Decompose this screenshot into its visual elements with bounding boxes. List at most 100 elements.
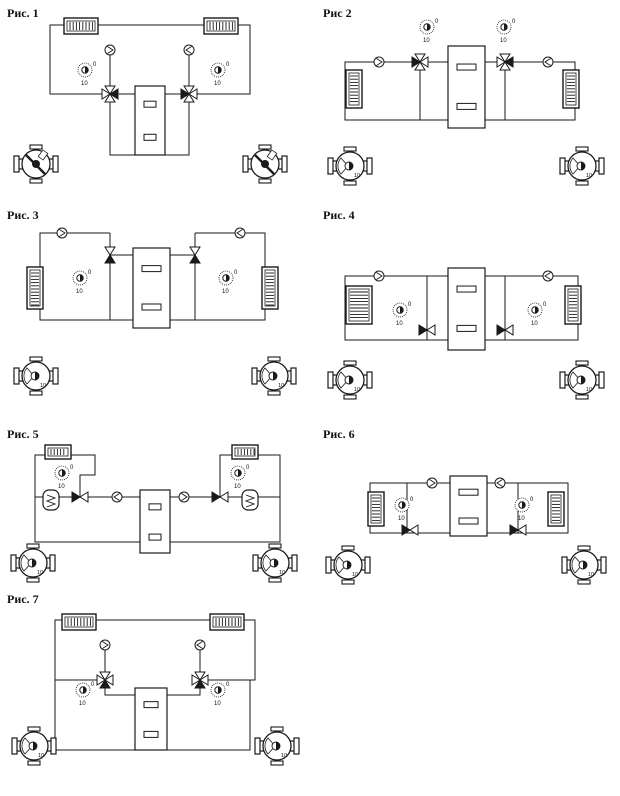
valve-body-icon: 10 xyxy=(325,545,371,585)
figure-1-scheme: 010 010 xyxy=(13,17,288,184)
dial-max-label: 0 xyxy=(226,62,230,68)
valve-body-scale-label: 10 xyxy=(586,173,592,179)
dial-max-label: 0 xyxy=(408,302,412,308)
two-way-valve-icon xyxy=(71,491,89,503)
pump-icon xyxy=(426,477,438,489)
two-way-valve-icon xyxy=(496,324,514,336)
valve-body-scale-label: 10 xyxy=(588,572,594,578)
setting-dial-icon: 0 10 xyxy=(527,302,547,327)
two-way-valve-icon xyxy=(509,524,527,536)
figure-6-label: Рис. 6 xyxy=(323,427,355,441)
valve-body-icon: 10 xyxy=(327,146,373,186)
dial-max-label: 0 xyxy=(246,465,250,471)
heat-exchanger-icon xyxy=(132,247,171,329)
dial-max-label: 0 xyxy=(91,682,95,688)
radiator-icon xyxy=(209,613,245,631)
figure-3-scheme: 0 10 0 10 10 10 xyxy=(13,227,297,396)
dial-max-label: 0 xyxy=(543,302,547,308)
setting-dial-icon: 010 xyxy=(210,62,230,87)
pump-icon xyxy=(542,56,554,68)
setting-dial-icon: 0 10 xyxy=(210,682,230,707)
dial-min-label: 10 xyxy=(398,516,405,522)
valve-body-scale-label: 10 xyxy=(354,387,360,393)
dial-min-label: 10 xyxy=(423,38,430,44)
dial-max-label: 0 xyxy=(88,270,92,276)
three-way-valve-icon xyxy=(101,85,119,103)
valve-body-icon: 10 xyxy=(327,360,373,400)
figure-7-scheme: 0 10 0 10 10 10 xyxy=(11,613,300,766)
pump-icon xyxy=(178,491,190,503)
pump-icon xyxy=(104,44,116,56)
valve-body-icon xyxy=(242,144,288,184)
figure-5-label: Рис. 5 xyxy=(7,427,39,441)
pump-icon xyxy=(194,639,206,651)
radiator-icon xyxy=(63,17,99,35)
pump-icon xyxy=(56,227,68,239)
dial-min-label: 10 xyxy=(531,321,538,327)
two-way-valve-icon xyxy=(418,324,436,336)
dial-min-label: 10 xyxy=(500,38,507,44)
dial-min-label: 10 xyxy=(222,289,229,295)
heat-exchanger-icon xyxy=(447,267,486,351)
setting-dial-icon: 0 10 xyxy=(496,19,516,44)
radiator-icon xyxy=(345,69,363,109)
setting-dial-icon: 010 xyxy=(54,465,74,490)
valve-body-scale-label: 10 xyxy=(352,572,358,578)
setting-dial-icon: 0 10 xyxy=(230,465,250,490)
valve-body-icon: 10 xyxy=(559,360,605,400)
heat-exchanger-icon xyxy=(134,687,168,751)
valve-body-icon: 10 xyxy=(10,543,56,583)
valve-body-scale-label: 10 xyxy=(278,383,284,389)
figure-7-label: Рис. 7 xyxy=(7,592,39,606)
radiator-icon xyxy=(61,613,97,631)
three-way-valve-icon xyxy=(496,53,514,71)
setting-dial-icon: 010 xyxy=(514,497,534,522)
dial-max-label: 0 xyxy=(234,270,238,276)
figure-1-label: Рис. 1 xyxy=(7,6,39,20)
dial-min-label: 10 xyxy=(76,289,83,295)
setting-dial-icon: 0 10 xyxy=(75,682,95,707)
valve-body-scale-label: 10 xyxy=(37,570,43,576)
radiator-icon xyxy=(345,285,373,325)
dial-max-label: 0 xyxy=(512,19,516,25)
dial-max-label: 0 xyxy=(93,62,97,68)
three-way-valve-icon xyxy=(191,671,209,689)
valve-body-icon: 10 xyxy=(559,146,605,186)
radiator-icon xyxy=(44,444,72,460)
figure-3-label: Рис. 3 xyxy=(7,208,39,222)
radiator-icon xyxy=(231,444,259,460)
radiator-icon xyxy=(564,285,582,325)
pump-icon xyxy=(234,227,246,239)
two-way-valve-icon xyxy=(104,246,116,264)
radiator-icon xyxy=(261,266,279,310)
pump-icon xyxy=(183,44,195,56)
pump-icon xyxy=(373,270,385,282)
pump-icon xyxy=(542,270,554,282)
valve-body-icon: 10 xyxy=(251,356,297,396)
valve-body-scale-label: 10 xyxy=(40,383,46,389)
dial-min-label: 10 xyxy=(518,516,525,522)
radiator-icon xyxy=(547,491,565,527)
dial-max-label: 0 xyxy=(226,682,230,688)
pump-icon xyxy=(111,491,123,503)
dial-min-label: 10 xyxy=(79,701,86,707)
valve-body-icon: 10 xyxy=(11,726,57,766)
radiator-icon xyxy=(367,491,385,527)
figure-4-label: Рис. 4 xyxy=(323,208,355,222)
dial-max-label: 0 xyxy=(410,497,414,503)
valve-body-scale-label: 10 xyxy=(281,753,287,759)
storage-tank-icon xyxy=(42,489,60,511)
three-way-valve-icon xyxy=(411,53,429,71)
dial-min-label: 10 xyxy=(214,701,221,707)
two-way-valve-icon xyxy=(211,491,229,503)
dial-min-label: 10 xyxy=(234,484,241,490)
valve-body-icon xyxy=(13,144,59,184)
setting-dial-icon: 010 xyxy=(77,62,97,87)
pump-icon xyxy=(373,56,385,68)
